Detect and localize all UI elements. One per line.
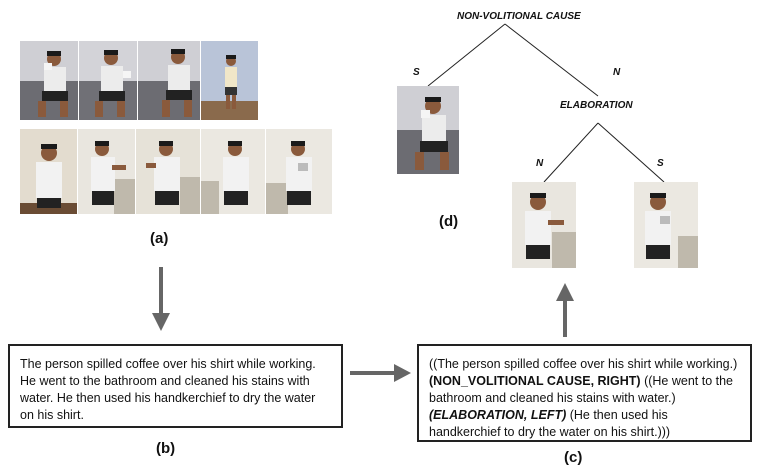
person-image xyxy=(138,41,200,120)
photo-frame-4 xyxy=(201,41,258,120)
panel-label-c: (c) xyxy=(564,449,583,466)
text-b: The person spilled coffee over his shirt… xyxy=(20,357,316,422)
panel-label-d: (d) xyxy=(439,213,459,230)
person-image xyxy=(79,41,137,120)
person-image xyxy=(397,86,459,174)
photo-frame-6 xyxy=(78,129,135,214)
text-c-part3: (He then used his handkerchief to dry th… xyxy=(429,408,671,439)
text-c-part1: ((The person spilled coffee over his shi… xyxy=(429,357,738,371)
edge-label-child-right: S xyxy=(657,158,664,169)
arrow-right xyxy=(350,364,411,382)
person-image xyxy=(201,129,265,214)
person-image xyxy=(78,129,135,214)
tree-leaf-image-s2 xyxy=(634,182,698,268)
text-box-c: ((The person spilled coffee over his shi… xyxy=(417,344,752,442)
photo-frame-2 xyxy=(79,41,137,120)
panel-label-a: (a) xyxy=(150,230,169,247)
person-image xyxy=(20,129,77,214)
photo-frame-1 xyxy=(20,41,78,120)
panel-label-b: (b) xyxy=(156,440,176,457)
tree-leaf-image-s xyxy=(397,86,459,174)
tree-leaf-image-n xyxy=(512,182,576,268)
person-image xyxy=(136,129,200,214)
arrow-up xyxy=(556,283,574,337)
photo-frame-3 xyxy=(138,41,200,120)
person-image xyxy=(201,41,258,120)
text-c-tag1: (NON_VOLITIONAL CAUSE, RIGHT) xyxy=(429,374,641,388)
person-image xyxy=(266,129,332,214)
edge-label-root-right: N xyxy=(613,67,621,78)
tree-child-label: ELABORATION xyxy=(560,100,633,111)
edge-label-child-left: N xyxy=(536,158,544,169)
arrow-down xyxy=(152,267,170,331)
photo-frame-7 xyxy=(136,129,200,214)
text-box-b: The person spilled coffee over his shirt… xyxy=(8,344,343,428)
photo-frame-8 xyxy=(201,129,265,214)
person-image xyxy=(634,182,698,268)
person-image xyxy=(20,41,78,120)
person-image xyxy=(512,182,576,268)
tree-root-label: NON-VOLITIONAL CAUSE xyxy=(457,11,581,22)
text-c-tag2: (ELABORATION, LEFT) xyxy=(429,408,567,422)
photo-frame-5 xyxy=(20,129,77,214)
text-c-part2: ((He went to the bathroom and cleaned hi… xyxy=(429,374,733,405)
photo-frame-9 xyxy=(266,129,332,214)
edge-label-root-left: S xyxy=(413,67,420,78)
